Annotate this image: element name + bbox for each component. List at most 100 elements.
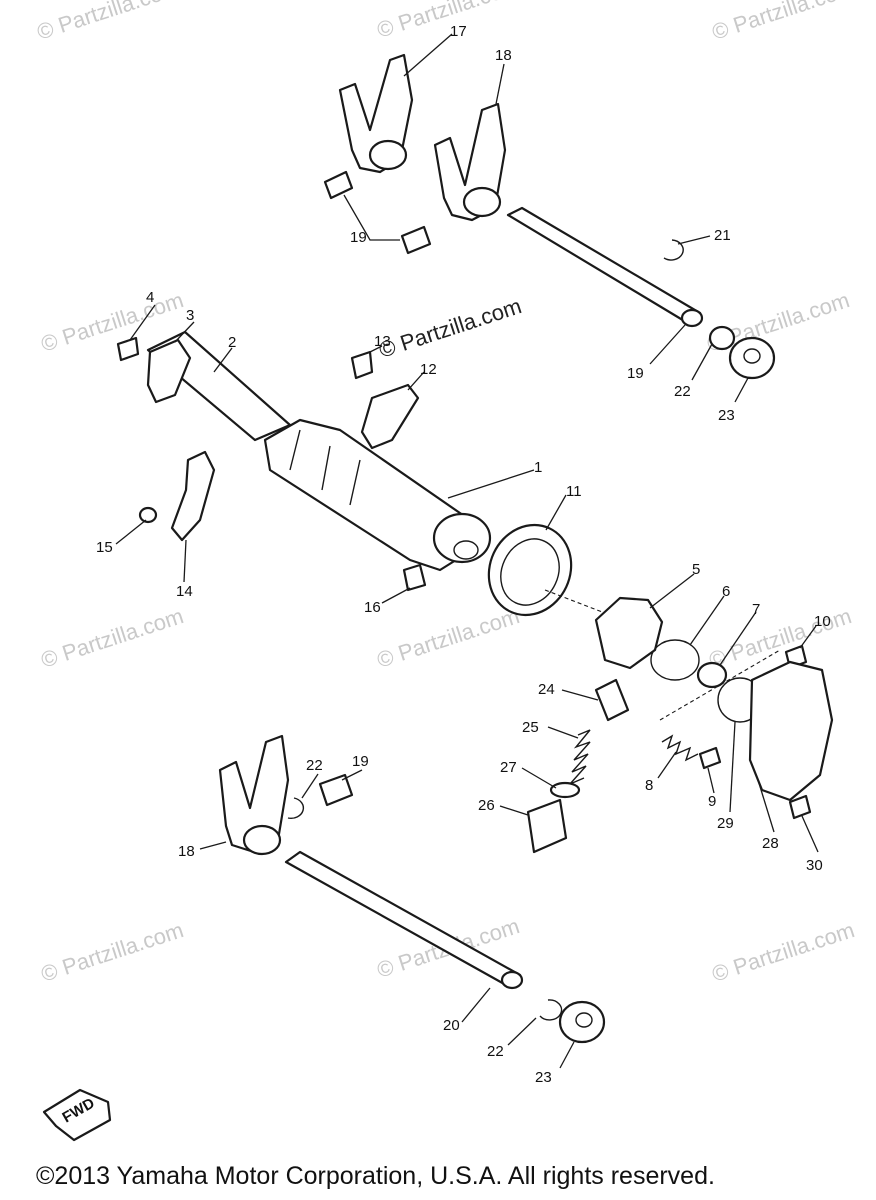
- callout-labels: 17 18 19 21 4 3 2 13 12 19 22 23 1 11 15…: [96, 23, 831, 1086]
- alignment-line-b: [659, 649, 781, 721]
- leader-7: [719, 611, 757, 666]
- callout-3: 3: [186, 307, 194, 324]
- leader-30: [801, 815, 819, 853]
- leader-23b: [559, 1041, 575, 1069]
- leader-1: [447, 469, 535, 499]
- leader-6: [689, 595, 725, 646]
- copyright-notice: ©2013 Yamaha Motor Corporation, U.S.A. A…: [36, 1162, 715, 1190]
- guide-bar-20-end: [500, 970, 524, 990]
- shift-drum-grooves: [289, 429, 361, 506]
- spring-stack-group: [526, 678, 630, 854]
- leader-22a: [677, 235, 711, 245]
- leader-12: [407, 371, 425, 391]
- shift-drum-1-bore: [453, 540, 479, 560]
- callout-6: 6: [722, 583, 730, 600]
- callout-15: 15: [96, 539, 113, 556]
- callout-18b: 18: [178, 843, 195, 860]
- pin-16: [402, 563, 427, 592]
- callout-12: 12: [420, 361, 437, 378]
- callout-19a: 19: [350, 229, 367, 246]
- leader-16: [381, 587, 411, 604]
- leader-13: [369, 345, 383, 353]
- pin-9: [698, 746, 722, 770]
- leader-2: [213, 347, 233, 373]
- callout-14: 14: [176, 583, 193, 600]
- leader-8: [657, 751, 677, 779]
- callout-20: 20: [443, 1017, 460, 1034]
- guide-bar-21-group: [506, 206, 776, 380]
- screw-13: [350, 350, 374, 380]
- guide-roller-19-upper: [323, 170, 354, 200]
- callout-13: 13: [374, 333, 391, 350]
- leader-3: [174, 321, 195, 343]
- callout-21: 19: [627, 365, 644, 382]
- callout-22b: 22: [674, 383, 691, 400]
- shift-fork-18-lower-boss: [242, 824, 282, 856]
- callout-1: 1: [534, 459, 542, 476]
- callout-18a: 18: [495, 47, 512, 64]
- stopper-lever-12: [360, 383, 420, 450]
- callout-22c: 22: [306, 757, 323, 774]
- plate-14: [170, 450, 216, 542]
- callout-30: 30: [806, 857, 823, 874]
- front-marker-arrow: [42, 1088, 112, 1142]
- watermark: © Partzilla.com: [38, 917, 187, 987]
- callout-19b: 19: [352, 753, 369, 770]
- washer-23-lower-hole: [575, 1012, 593, 1028]
- callout-29: 29: [717, 815, 734, 832]
- leader-25: [547, 726, 579, 739]
- washer-23-upper-hole: [743, 348, 761, 364]
- leader-lines: [115, 33, 819, 1069]
- front-marker: FWD: [42, 1088, 112, 1142]
- leader-19a: [343, 194, 400, 241]
- callout-23b: 23: [535, 1069, 552, 1086]
- spring-8: [661, 734, 699, 762]
- leader-18a: [495, 63, 505, 105]
- leader-18b: [199, 841, 227, 850]
- callout-8: 8: [645, 777, 653, 794]
- shift-drum-group: [116, 330, 492, 572]
- leader-23a: [734, 377, 749, 403]
- plug-26: [526, 798, 568, 854]
- leader-26: [499, 805, 529, 816]
- watermark: © Partzilla.com: [709, 0, 858, 45]
- washer-27: [549, 781, 581, 799]
- callout-23a: 23: [718, 407, 735, 424]
- bearing-11-group: [487, 523, 573, 617]
- leader-5: [649, 573, 695, 609]
- callout-16: 16: [364, 599, 381, 616]
- leader-27: [521, 767, 557, 789]
- watermark: © Partzilla.com: [709, 917, 858, 987]
- guide-roller-19-lower: [318, 773, 354, 807]
- segment-5: [594, 596, 664, 670]
- shift-drum-1-end: [432, 512, 492, 564]
- cover-28-group: [659, 649, 834, 820]
- circlip-22-lower-b: [539, 999, 563, 1021]
- leader-17: [403, 33, 453, 77]
- callout-4: 4: [146, 289, 154, 306]
- callout-9: 9: [708, 793, 716, 810]
- leader-19b: [341, 769, 363, 781]
- leader-10: [799, 625, 817, 649]
- callout-11: 11: [566, 483, 582, 500]
- washer-23-lower: [558, 1000, 606, 1044]
- shift-fork-18-lower: [218, 734, 290, 854]
- stopper-plate-3: [146, 338, 192, 404]
- leader-9: [707, 767, 715, 794]
- leader-4: [129, 304, 156, 341]
- circlip-22-upper-b: [708, 325, 736, 351]
- screw-15: [138, 506, 158, 524]
- leader-22c: [301, 773, 319, 799]
- callout-26: 26: [478, 797, 495, 814]
- leader-22d: [507, 1017, 537, 1046]
- leader-24: [561, 689, 599, 701]
- callout-17: 17: [450, 23, 467, 40]
- callout-24: 24: [538, 681, 555, 698]
- alignment-line-a: [544, 589, 611, 616]
- washer-23-upper: [728, 336, 776, 380]
- guide-bar-21-end: [680, 308, 704, 328]
- watermark: © Partzilla.com: [706, 603, 855, 673]
- leader-22b: [691, 343, 713, 381]
- lower-fork-group: [218, 734, 606, 1044]
